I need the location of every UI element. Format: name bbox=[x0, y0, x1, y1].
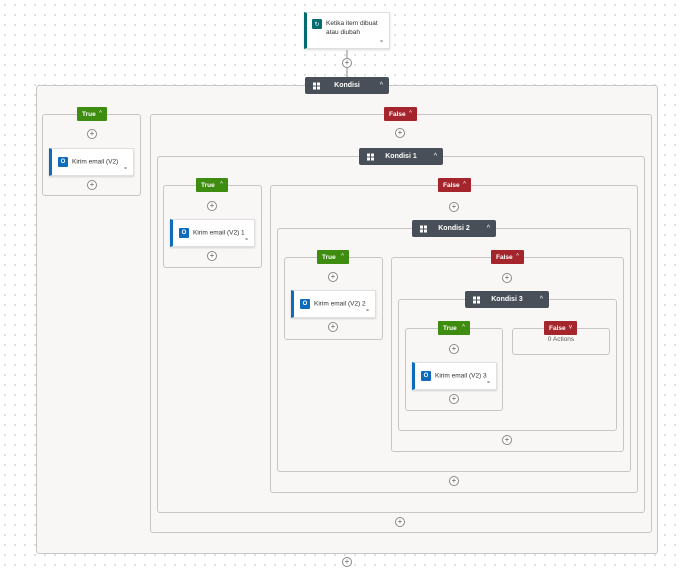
add-action-button[interactable]: + bbox=[502, 273, 512, 283]
link-icon: ⚭ bbox=[243, 237, 249, 243]
add-action-button[interactable]: + bbox=[87, 129, 97, 139]
link-icon: ⚭ bbox=[485, 380, 491, 386]
condition-kondisi[interactable]: Kondisi ^ bbox=[305, 77, 389, 94]
trigger-card[interactable]: ↻ Ketika item dibuat atau diubah ⚭ bbox=[304, 12, 390, 49]
false-tag-kondisi-1[interactable]: False ^ bbox=[438, 178, 471, 192]
true-tag-kondisi-2[interactable]: True ^ bbox=[317, 250, 349, 264]
condition-label: Kondisi 2 bbox=[438, 225, 470, 232]
condition-icon bbox=[313, 82, 320, 89]
add-action-button[interactable]: + bbox=[207, 201, 217, 211]
action-label: Kirim email (V2) 2 bbox=[314, 300, 366, 308]
chevron-up-icon[interactable]: ^ bbox=[463, 181, 466, 188]
true-tag-kondisi[interactable]: True ^ bbox=[77, 107, 107, 121]
true-label: True bbox=[82, 110, 96, 118]
add-action-button[interactable]: + bbox=[328, 272, 338, 282]
chevron-up-icon[interactable]: ^ bbox=[220, 181, 223, 188]
chevron-up-icon[interactable]: ^ bbox=[516, 253, 519, 260]
condition-icon bbox=[420, 225, 427, 232]
false-label: False bbox=[443, 181, 460, 189]
true-tag-kondisi-3[interactable]: True ^ bbox=[438, 321, 470, 335]
action-card-kirim-email-3[interactable]: O Kirim email (V2) 3 ⚭ bbox=[412, 362, 497, 390]
condition-label: Kondisi bbox=[334, 82, 360, 89]
action-card-kirim-email-1[interactable]: O Kirim email (V2) 1 ⚭ bbox=[170, 219, 255, 247]
add-action-button[interactable]: + bbox=[449, 202, 459, 212]
chevron-up-icon[interactable]: ^ bbox=[539, 295, 543, 303]
false-label: False bbox=[389, 110, 406, 118]
chevron-up-icon[interactable]: ^ bbox=[379, 81, 383, 89]
false-tag-kondisi-3[interactable]: False v bbox=[544, 321, 577, 335]
chevron-down-icon[interactable]: v bbox=[569, 324, 572, 331]
outlook-icon: O bbox=[300, 299, 310, 309]
link-icon: ⚭ bbox=[122, 166, 128, 172]
link-icon: ⚭ bbox=[364, 308, 370, 314]
false-label: False bbox=[549, 324, 566, 332]
chevron-up-icon[interactable]: ^ bbox=[433, 152, 437, 160]
false-tag-kondisi-2[interactable]: False ^ bbox=[491, 250, 524, 264]
chevron-up-icon[interactable]: ^ bbox=[486, 224, 490, 232]
add-action-button[interactable]: + bbox=[87, 180, 97, 190]
chevron-up-icon[interactable]: ^ bbox=[462, 324, 465, 331]
true-label: True bbox=[443, 324, 457, 332]
add-action-button[interactable]: + bbox=[395, 128, 405, 138]
action-card-kirim-email-2[interactable]: O Kirim email (V2) 2 ⚭ bbox=[291, 290, 376, 318]
outlook-icon: O bbox=[179, 228, 189, 238]
add-step-button[interactable]: + bbox=[342, 58, 352, 68]
add-step-button[interactable]: + bbox=[342, 557, 352, 567]
add-action-button[interactable]: + bbox=[395, 517, 405, 527]
outlook-icon: O bbox=[58, 157, 68, 167]
condition-icon bbox=[473, 296, 480, 303]
condition-kondisi-2[interactable]: Kondisi 2 ^ bbox=[412, 220, 496, 237]
condition-label: Kondisi 1 bbox=[385, 153, 417, 160]
empty-branch-label: 0 Actions bbox=[547, 336, 575, 343]
link-icon: ⚭ bbox=[378, 39, 384, 45]
action-label: Kirim email (V2) 3 bbox=[435, 372, 487, 380]
action-label: Kirim email (V2) bbox=[72, 158, 119, 166]
chevron-up-icon[interactable]: ^ bbox=[99, 110, 102, 117]
action-label: Kirim email (V2) 1 bbox=[193, 229, 245, 237]
condition-kondisi-1[interactable]: Kondisi 1 ^ bbox=[359, 148, 443, 165]
condition-label: Kondisi 3 bbox=[491, 296, 523, 303]
outlook-icon: O bbox=[421, 371, 431, 381]
true-label: True bbox=[322, 253, 336, 261]
condition-icon bbox=[367, 153, 374, 160]
trigger-label: Ketika item dibuat atau diubah bbox=[326, 20, 378, 36]
condition-kondisi-3[interactable]: Kondisi 3 ^ bbox=[465, 291, 549, 308]
add-action-button[interactable]: + bbox=[207, 251, 217, 261]
false-label: False bbox=[496, 253, 513, 261]
add-action-button[interactable]: + bbox=[449, 394, 459, 404]
action-card-kirim-email[interactable]: O Kirim email (V2) ⚭ bbox=[49, 148, 134, 176]
add-action-button[interactable]: + bbox=[502, 435, 512, 445]
add-action-button[interactable]: + bbox=[449, 476, 459, 486]
chevron-up-icon[interactable]: ^ bbox=[341, 253, 344, 260]
sharepoint-icon: ↻ bbox=[312, 19, 322, 29]
true-tag-kondisi-1[interactable]: True ^ bbox=[196, 178, 228, 192]
true-label: True bbox=[201, 181, 215, 189]
false-tag-kondisi[interactable]: False ^ bbox=[384, 107, 417, 121]
add-action-button[interactable]: + bbox=[328, 322, 338, 332]
chevron-up-icon[interactable]: ^ bbox=[409, 110, 412, 117]
add-action-button[interactable]: + bbox=[449, 344, 459, 354]
